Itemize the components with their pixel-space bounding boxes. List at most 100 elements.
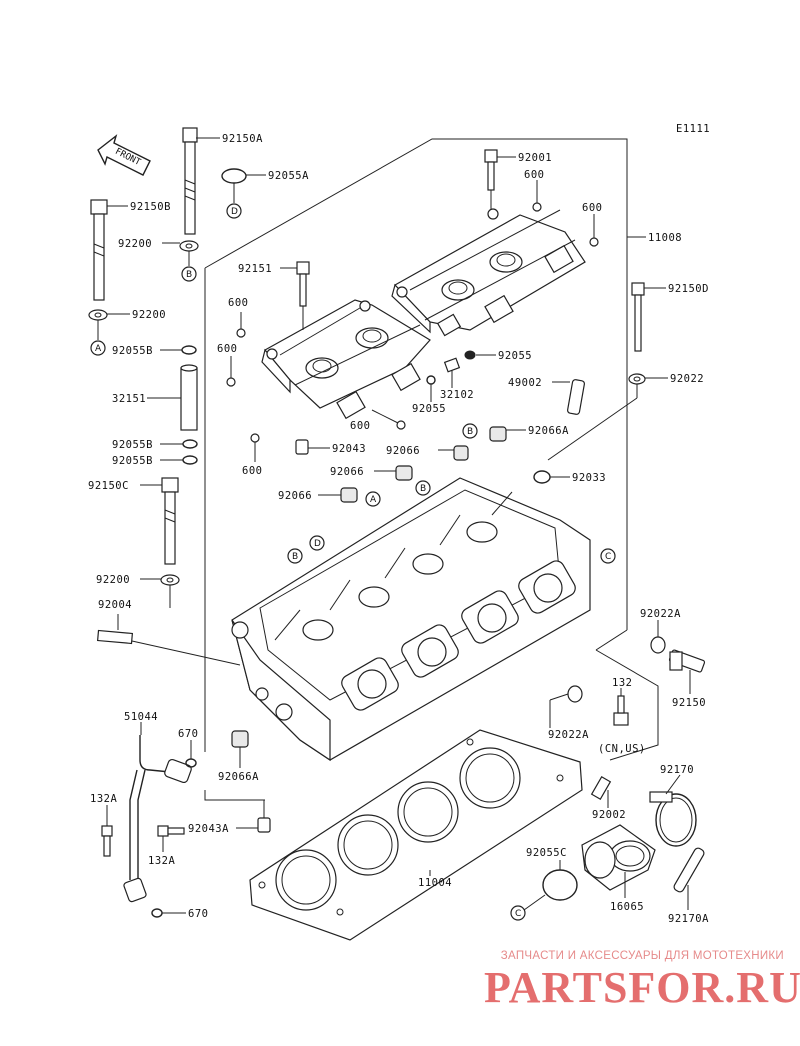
callout-92033: 92033 (572, 472, 606, 484)
callout-92150B: 92150B (130, 201, 171, 213)
oring-670-2 (151, 908, 186, 918)
ref-circle-B-4: B (287, 548, 303, 564)
callout-92150A: 92150A (222, 133, 263, 145)
dowel-600-3 (236, 312, 246, 338)
callout-92066-2: 92066 (330, 466, 364, 478)
callout-92022: 92022 (670, 373, 704, 385)
callout-92066A-2: 92066A (218, 771, 259, 783)
ref-letter-C-2: C (515, 909, 521, 919)
fitting-92150 (668, 649, 706, 694)
callout-600-3: 600 (228, 297, 248, 309)
callout-92055C: 92055C (526, 847, 567, 859)
dowel-600-4 (226, 356, 236, 387)
ref-circle-A-2: A (365, 491, 381, 507)
washer-92022 (547, 373, 668, 461)
callout-92200-1: 92200 (118, 238, 152, 250)
oring-92033 (533, 470, 570, 484)
dowel-600-2 (589, 214, 599, 247)
ref-circle-B-3: B (415, 480, 431, 496)
callout-92055B-1: 92055B (112, 345, 153, 357)
bolt-92150B (90, 199, 128, 301)
ref-letter-B-4: B (292, 552, 298, 562)
washer-92200-1 (162, 240, 199, 266)
callout-92055-b: 92055 (412, 403, 446, 415)
callout-92055A: 92055A (268, 170, 309, 182)
callout-92001: 92001 (518, 152, 552, 164)
ref-circle-D-1: D (226, 203, 242, 219)
dowel-600-5 (371, 409, 406, 430)
bolt-92150C (140, 477, 179, 565)
ref-letter-B-3: B (420, 484, 426, 494)
bolt-92150A (182, 127, 220, 235)
callout-92150: 92150 (672, 697, 706, 709)
callout-600-1: 600 (524, 169, 544, 181)
ref-circle-C-1: C (600, 548, 616, 564)
ref-letter-D-2: D (314, 539, 321, 549)
ref-circle-B-1: B (181, 266, 197, 282)
dowel-92043A (236, 800, 271, 833)
oring-92055B-2 (160, 439, 198, 449)
oring-670-1 (185, 740, 197, 768)
ref-letter-A-2: A (370, 495, 377, 505)
shim-92066-1 (438, 445, 469, 461)
ref-letter-B-2: B (467, 427, 473, 437)
bolt-132 (613, 688, 629, 726)
shim-92066-3 (318, 487, 358, 503)
front-direction-arrow: FRONT (97, 134, 151, 176)
callout-132: 132 (612, 677, 632, 689)
ref-circle-A-1: A (90, 340, 106, 356)
callout-32151: 32151 (112, 393, 146, 405)
callout-92022A-1: 92022A (640, 608, 681, 620)
ref-circle-B-2: B (462, 423, 478, 439)
callout-92150D: 92150D (668, 283, 709, 295)
stud-92002 (590, 776, 612, 808)
bolt-92151 (280, 261, 310, 330)
ref-letter-B: B (186, 270, 192, 280)
figure-code: E1111 (676, 123, 710, 135)
ref-circle-D-2: D (309, 535, 325, 551)
washer-92200-3 (140, 574, 180, 608)
callout-92066A-1: 92066A (528, 425, 569, 437)
callout-600-2: 600 (582, 202, 602, 214)
cylinder-head (231, 477, 591, 762)
assembly-frame-lines (204, 138, 659, 801)
camshaft-holder-lower (261, 299, 431, 420)
oring-92055B-3 (160, 455, 198, 465)
callout-92043A: 92043A (188, 823, 229, 835)
oring-92055C (523, 860, 578, 911)
callout-92150C: 92150C (88, 480, 129, 492)
callout-92022A-2: 92022A (548, 729, 589, 741)
oring-92055-1 (464, 350, 496, 360)
callout-600-5: 600 (350, 420, 370, 432)
ref-letter-D: D (231, 207, 238, 217)
callout-11008: 11008 (648, 232, 682, 244)
shim-92066-2 (374, 465, 413, 481)
stud-92004 (96, 614, 241, 666)
callout-670-2: 670 (188, 908, 208, 920)
ref-letter-A: A (95, 344, 102, 354)
oring-92055-2 (426, 375, 436, 402)
dowel-600-1 (532, 180, 542, 212)
callout-92055B-3: 92055B (112, 455, 153, 467)
bolt-132A-1 (101, 805, 113, 857)
callout-92151: 92151 (238, 263, 272, 275)
callout-11004: 11004 (418, 877, 452, 889)
callout-92055: 92055 (498, 350, 532, 362)
bolt-92001 (484, 149, 516, 210)
washer-92022A-2 (549, 685, 583, 728)
callout-16065: 16065 (610, 901, 644, 913)
washer-92200-2 (88, 309, 130, 340)
callout-670-1: 670 (178, 728, 198, 740)
dowel-92043 (295, 439, 330, 455)
callout-600-4: 600 (217, 343, 237, 355)
sensor-49002 (552, 379, 585, 415)
dowel-600-6 (250, 433, 260, 462)
callout-92002: 92002 (592, 809, 626, 821)
callout-92170A: 92170A (668, 913, 709, 925)
shim-92066A-1 (489, 426, 526, 442)
callout-cn-us: (CN,US) (598, 743, 646, 755)
bolt-132A-2 (157, 825, 185, 852)
clamp-92170 (649, 774, 697, 847)
